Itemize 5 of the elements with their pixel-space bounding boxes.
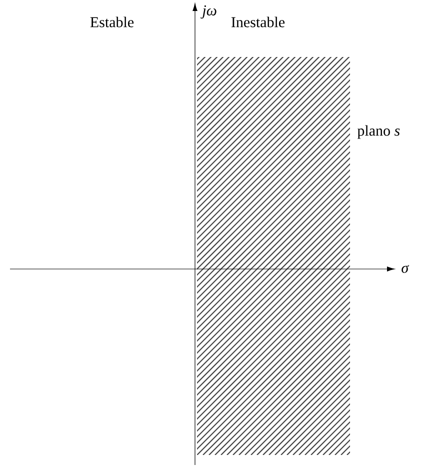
axis-label: σ	[402, 265, 410, 273]
region-label: Inestable	[231, 16, 285, 28]
axis-label: jω	[200, 5, 216, 19]
region-label: Estable	[90, 16, 134, 28]
plane-label: plano s	[357, 125, 400, 139]
